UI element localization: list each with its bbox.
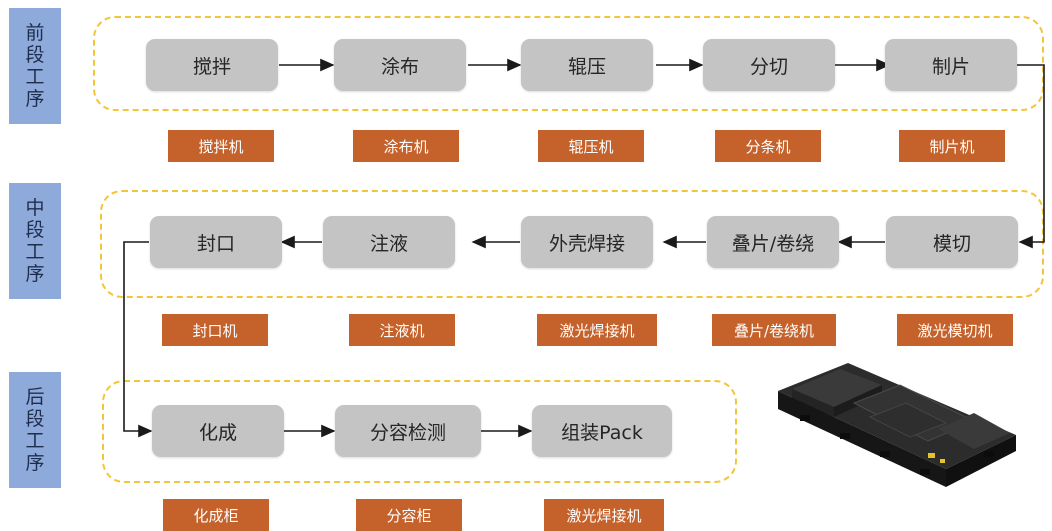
- step-stacking-winding: 叠片/卷绕: [707, 216, 839, 268]
- machine-slitter: 分条机: [715, 130, 821, 162]
- machine-laser-welder: 激光焊接机: [537, 314, 657, 346]
- step-pack-assembly: 组装Pack: [532, 405, 672, 457]
- step-formation: 化成: [152, 405, 284, 457]
- step-grading-test: 分容检测: [335, 405, 481, 457]
- stage-label-front: 前段工序: [9, 8, 61, 124]
- machine-coater: 涂布机: [353, 130, 459, 162]
- step-slitting: 分切: [703, 39, 835, 91]
- machine-sealer: 封口机: [162, 314, 268, 346]
- machine-formation-cabinet: 化成柜: [163, 499, 269, 531]
- back-stage-group: [102, 380, 737, 483]
- stage-label-back: 后段工序: [9, 372, 61, 488]
- step-coating: 涂布: [334, 39, 466, 91]
- step-sealing: 封口: [150, 216, 282, 268]
- arrow-sheet-to-diecut: [1017, 64, 1045, 249]
- battery-pack-image: [778, 363, 1016, 487]
- machine-laser-die-cutter: 激光模切机: [897, 314, 1013, 346]
- stage-label-middle: 中段工序: [9, 183, 61, 299]
- step-sheeting: 制片: [885, 39, 1017, 91]
- step-rolling: 辊压: [521, 39, 653, 91]
- machine-laser-welder-pack: 激光焊接机: [544, 499, 664, 531]
- step-die-cutting: 模切: [886, 216, 1018, 268]
- front-stage-group: [93, 16, 1044, 111]
- step-shell-welding: 外壳焊接: [521, 216, 653, 268]
- machine-stirrer: 搅拌机: [168, 130, 274, 162]
- machine-injector: 注液机: [349, 314, 455, 346]
- step-injection: 注液: [323, 216, 455, 268]
- machine-sheeter: 制片机: [899, 130, 1005, 162]
- middle-stage-group: [100, 190, 1044, 298]
- machine-stacker-winder: 叠片/卷绕机: [712, 314, 836, 346]
- step-stirring: 搅拌: [146, 39, 278, 91]
- machine-grading-cabinet: 分容柜: [356, 499, 462, 531]
- machine-roller: 辊压机: [538, 130, 644, 162]
- arrow-seal-to-formation: [123, 241, 153, 438]
